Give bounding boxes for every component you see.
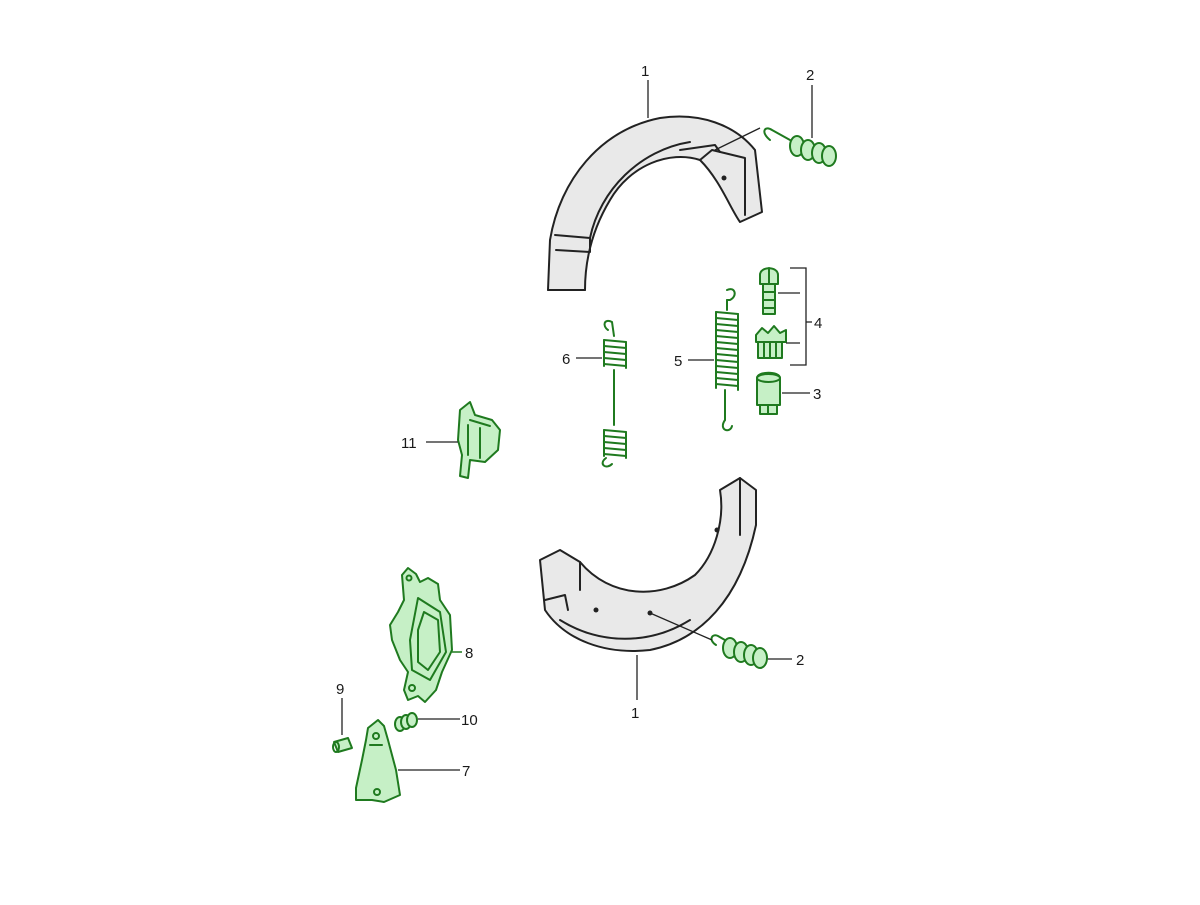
lever-7 xyxy=(355,719,401,803)
pin-9 xyxy=(332,737,353,753)
label-1-top: 1 xyxy=(641,63,649,80)
spring-6 xyxy=(601,320,627,468)
pin-line-top xyxy=(714,127,761,151)
label-3: 3 xyxy=(813,386,821,403)
spring-5 xyxy=(715,288,739,432)
adjuster-screw-4 xyxy=(759,267,779,315)
label-2-top: 2 xyxy=(806,67,814,84)
spring-2-bottom xyxy=(710,634,768,669)
adjuster-sleeve-3 xyxy=(756,371,781,415)
label-5: 5 xyxy=(674,353,682,370)
brake-shoe-upper xyxy=(547,115,763,291)
lever-plate-8 xyxy=(389,567,453,703)
label-11: 11 xyxy=(401,435,417,452)
label-6: 6 xyxy=(562,351,570,368)
pin-line-bottom xyxy=(649,612,713,641)
label-7: 7 xyxy=(462,763,470,780)
star-wheel-4 xyxy=(755,325,787,359)
label-4: 4 xyxy=(814,315,822,332)
label-1-bottom: 1 xyxy=(631,705,639,722)
label-2-bottom: 2 xyxy=(796,652,804,669)
bracket-4 xyxy=(778,267,807,366)
label-8: 8 xyxy=(465,645,473,662)
brake-shoe-lower xyxy=(539,477,757,652)
clip-11 xyxy=(457,401,501,479)
spring-10 xyxy=(394,712,418,732)
label-10: 10 xyxy=(461,712,478,729)
spring-2-top xyxy=(763,127,837,167)
label-9: 9 xyxy=(336,681,344,698)
